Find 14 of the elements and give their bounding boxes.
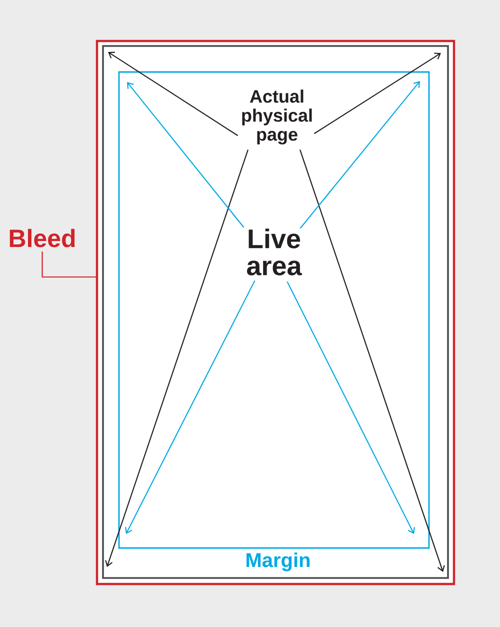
arrow [314,52,441,134]
margin-label: Margin [246,552,310,572]
bleed-label: Bleed [10,228,75,248]
arrow [299,149,445,572]
leader-line [42,251,97,278]
arrow [125,280,256,534]
arrow [105,149,249,567]
arrow [286,281,415,534]
live-area-label: Live area [247,228,302,276]
arrow [108,52,238,136]
arrow [127,82,244,228]
live-area-outline [118,71,430,549]
arrow [300,81,420,229]
page-label: Actual physical page [242,90,312,144]
